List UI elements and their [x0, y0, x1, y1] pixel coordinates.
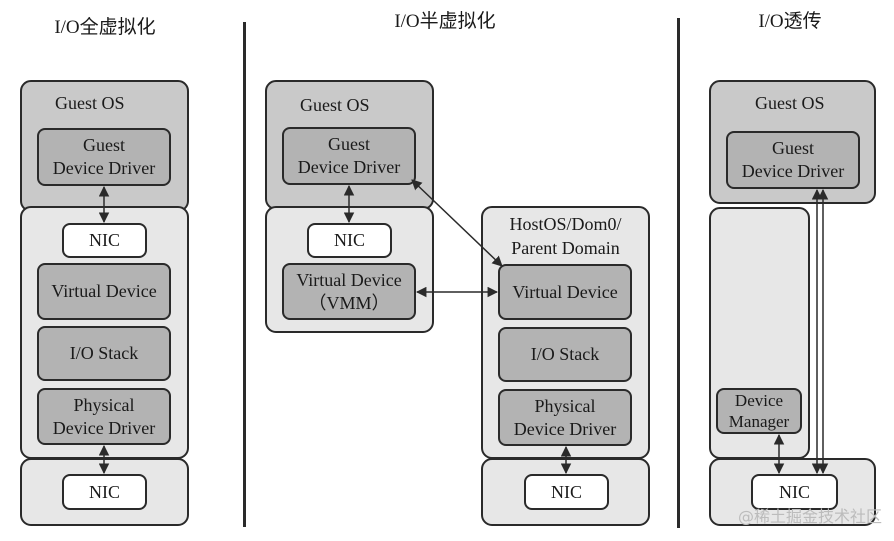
- para-host-domain-label: HostOS/Dom0/ Parent Domain: [509, 214, 622, 258]
- divider-right: [677, 18, 680, 528]
- title-full-virtualization: I/O全虚拟化: [54, 17, 156, 38]
- para-host-virtual-device: Virtual Device: [498, 264, 632, 320]
- title-passthrough: I/O透传: [758, 11, 822, 32]
- divider-left: [243, 22, 246, 527]
- pt-nic: NIC: [751, 474, 838, 510]
- watermark: @稀土掘金技术社区: [737, 507, 882, 526]
- pt-guest-os-label: Guest OS: [755, 93, 825, 113]
- para-nic-bottom: NIC: [524, 474, 609, 510]
- full-io-stack: I/O Stack: [37, 326, 171, 381]
- full-virtual-device: Virtual Device: [37, 263, 171, 320]
- title-para-virtualization: I/O半虚拟化: [394, 11, 496, 32]
- pt-guest-device-driver: Guest Device Driver: [726, 131, 860, 189]
- pt-device-manager: Device Manager: [716, 388, 802, 434]
- full-guest-device-driver: Guest Device Driver: [37, 128, 171, 186]
- para-guest-device-driver: Guest Device Driver: [282, 127, 416, 185]
- full-physical-device-driver: Physical Device Driver: [37, 388, 171, 445]
- para-virtual-device-vmm: Virtual Device （VMM）: [282, 263, 416, 320]
- para-io-stack: I/O Stack: [498, 327, 632, 382]
- para-physical-device-driver: Physical Device Driver: [498, 389, 632, 446]
- full-guest-os-label: Guest OS: [55, 93, 125, 113]
- full-nic-bottom: NIC: [62, 474, 147, 510]
- full-nic-top: NIC: [62, 223, 147, 258]
- para-guest-os-label: Guest OS: [300, 95, 370, 115]
- para-nic-top: NIC: [307, 223, 392, 258]
